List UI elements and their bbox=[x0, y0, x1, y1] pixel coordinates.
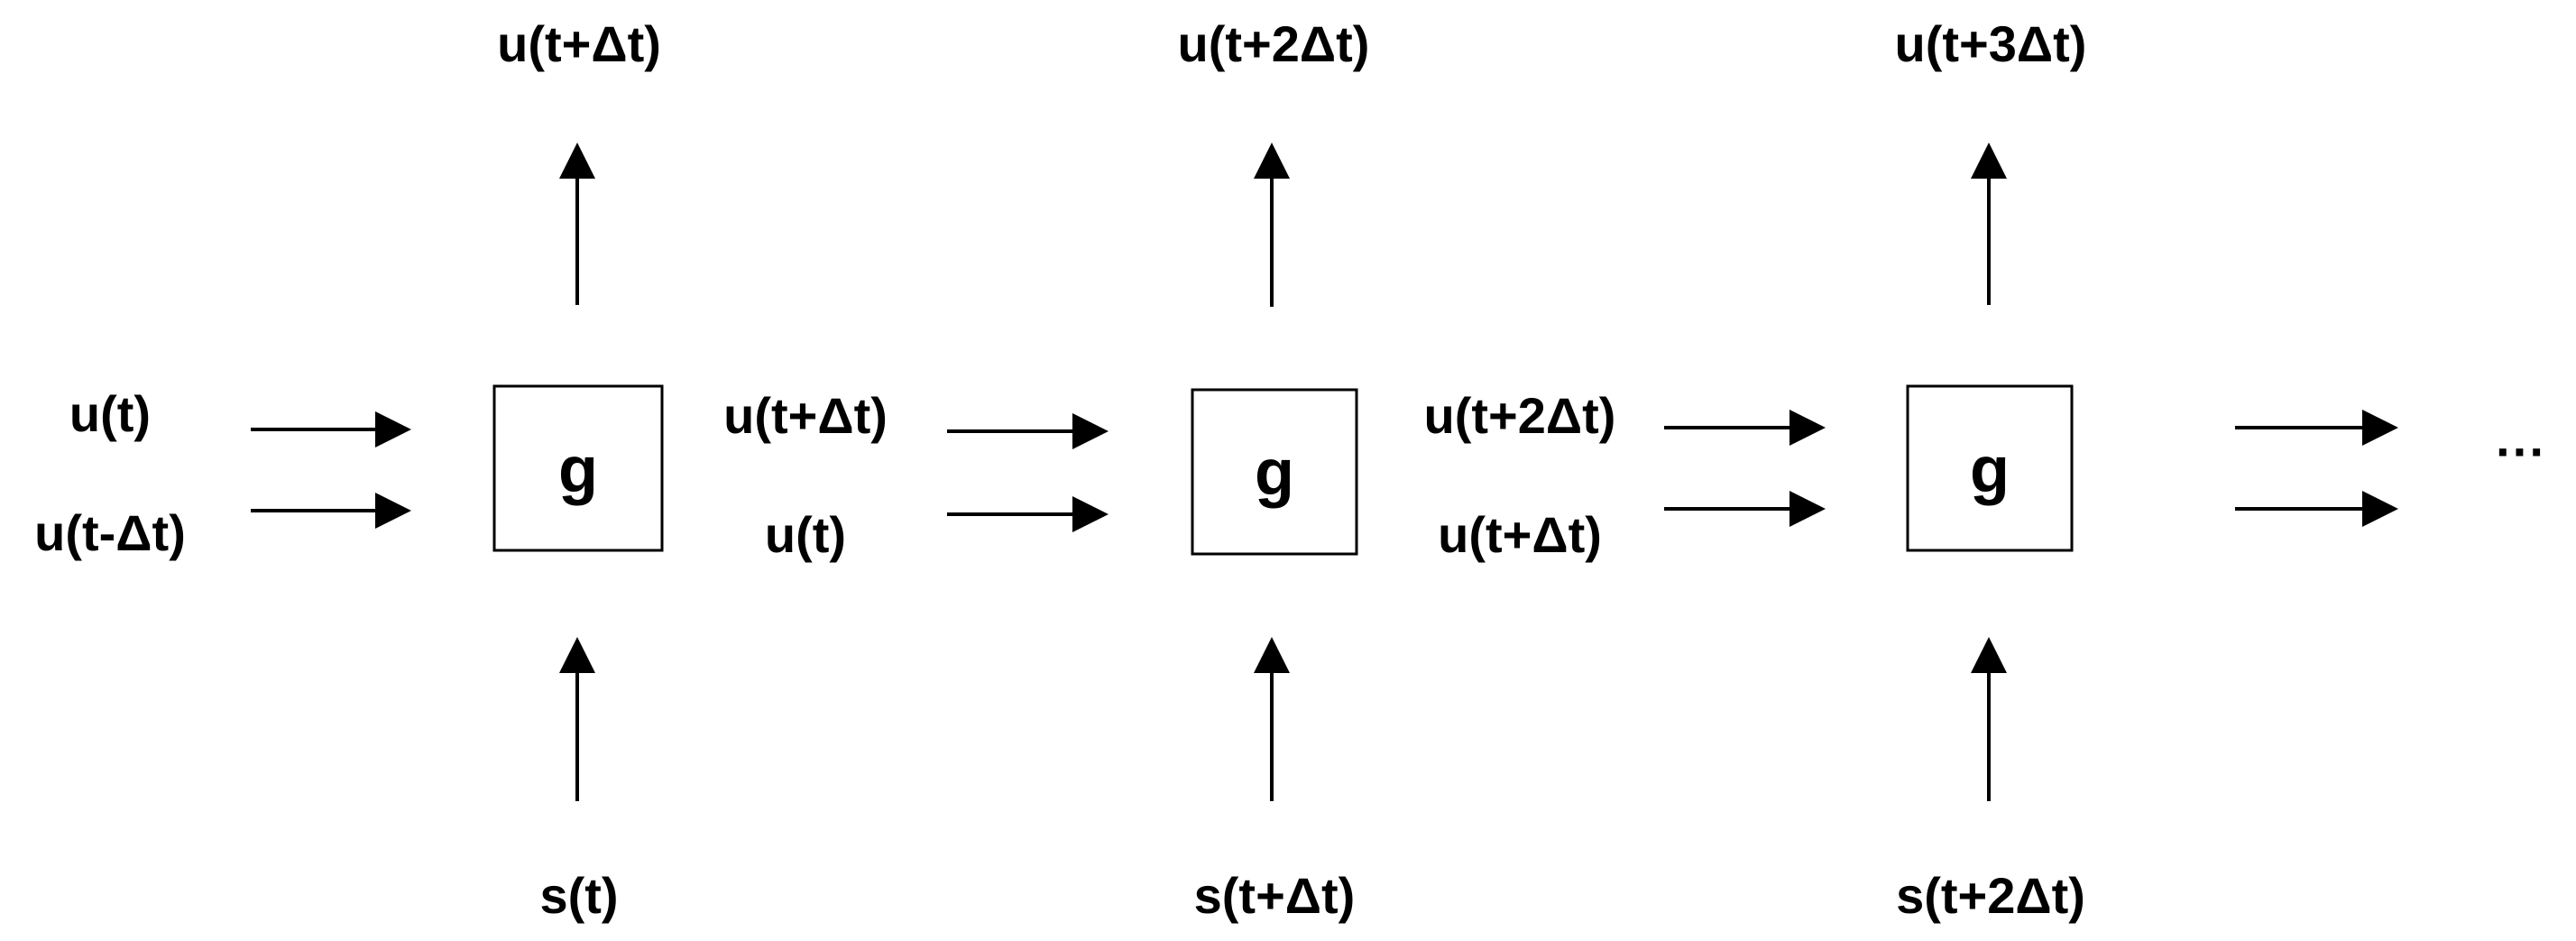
stage2-right-output-label-1: u(t+2Δt) bbox=[1424, 387, 1616, 444]
stage1-bottom-input-label: s(t) bbox=[539, 867, 618, 924]
stage1-right-output-label-2: u(t) bbox=[765, 506, 846, 563]
stage1-top-output-label: u(t+Δt) bbox=[497, 15, 661, 72]
stage3-bottom-input-label: s(t+2Δt) bbox=[1896, 867, 2085, 924]
stage2-g-label: g bbox=[1255, 437, 1294, 509]
stage1-left-input-label-2: u(t-Δt) bbox=[34, 504, 186, 561]
stage2-top-output-label: u(t+2Δt) bbox=[1178, 15, 1370, 72]
stage1-left-input-label-1: u(t) bbox=[69, 385, 151, 442]
stage1-right-output-label-1: u(t+Δt) bbox=[723, 387, 888, 444]
stage2-g-box bbox=[1191, 388, 1358, 556]
stage2-bottom-input-label: s(t+Δt) bbox=[1194, 867, 1356, 924]
stage1-g-box bbox=[492, 384, 664, 552]
stage2-right-output-label-2: u(t+Δt) bbox=[1438, 506, 1602, 563]
stage1-g-label: g bbox=[558, 434, 598, 506]
stage3-g-box bbox=[1906, 384, 2074, 552]
continuation-ellipsis: ··· bbox=[2496, 423, 2546, 480]
stage3-g-label: g bbox=[1970, 434, 2010, 506]
stage3-top-output-label: u(t+3Δt) bbox=[1895, 15, 2087, 72]
